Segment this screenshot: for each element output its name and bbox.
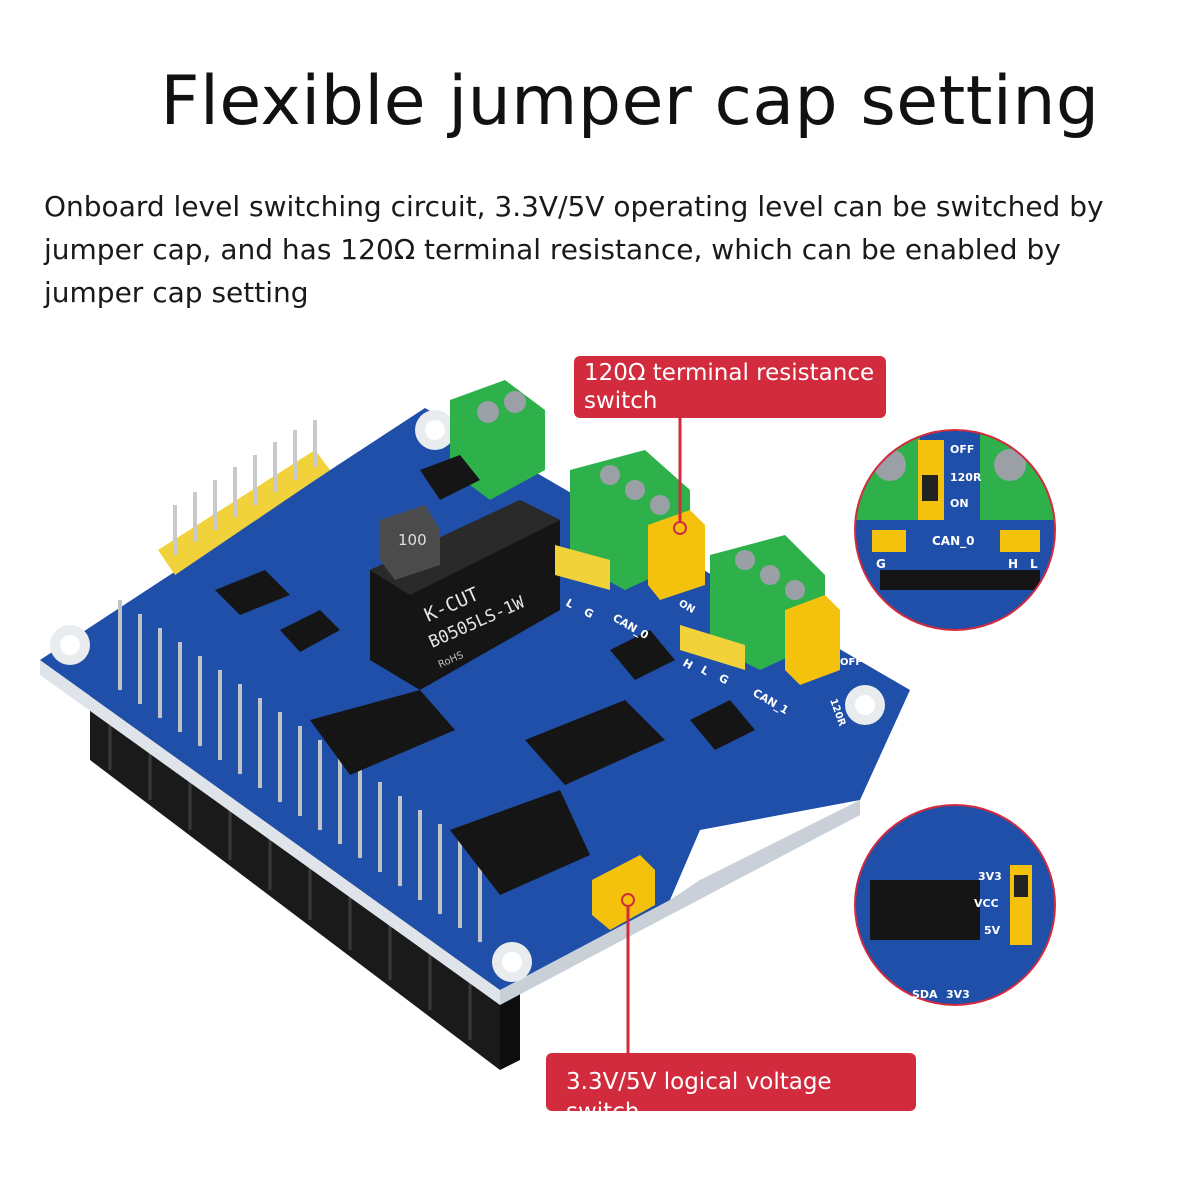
ic-chips	[215, 455, 755, 895]
pcb-edge	[40, 660, 500, 1005]
inductor-code-label: 100	[398, 531, 427, 549]
zoom-voltage-switch: 3V3 VCC 5V SDA 3V3	[854, 804, 1056, 1006]
voltage-switch-callout: 3.3V/5V logical voltage switch	[546, 1053, 916, 1125]
terminal-resistance-callout: 120Ω terminal resistance switch	[574, 356, 886, 418]
zoom-off-label: OFF	[950, 443, 974, 456]
zoom-can-label: CAN_0	[932, 534, 975, 549]
can1-pin-header	[680, 625, 745, 670]
gpio-pins	[118, 600, 482, 942]
can0-pin-header	[555, 545, 610, 590]
left-pin-header	[158, 450, 330, 575]
can0-jumper	[648, 510, 705, 600]
can1-off-label: OFF	[840, 657, 862, 668]
voltage-jumper	[592, 855, 655, 930]
gpio-header-block	[90, 690, 500, 1070]
page-subtitle: Onboard level switching circuit, 3.3V/5V…	[44, 190, 1104, 309]
zoom-l-label: L	[1030, 557, 1038, 571]
zoom-3v3-bottom-label: 3V3	[946, 988, 970, 1001]
page-title: Flexible jumper cap setting	[160, 62, 1100, 141]
can1-jumper	[785, 595, 840, 685]
inductor: 100	[380, 505, 440, 580]
zoom-g-label: G	[876, 557, 886, 571]
terminal-block-power	[450, 380, 545, 500]
zoom-vcc-label: VCC	[974, 897, 999, 910]
zoom-on-label: ON	[950, 497, 969, 510]
zoom-5v-label: 5V	[984, 924, 1001, 937]
zoom-sda-label: SDA	[912, 988, 938, 1001]
zoom-120r-label: 120R	[950, 471, 982, 484]
zoom-3v3-label: 3V3	[978, 870, 1002, 883]
zoom-h-label: H	[1008, 557, 1018, 571]
pcb-top	[40, 408, 910, 990]
zoom-terminal-resistance: OFF 120R ON CAN_0 G H L	[854, 429, 1056, 631]
